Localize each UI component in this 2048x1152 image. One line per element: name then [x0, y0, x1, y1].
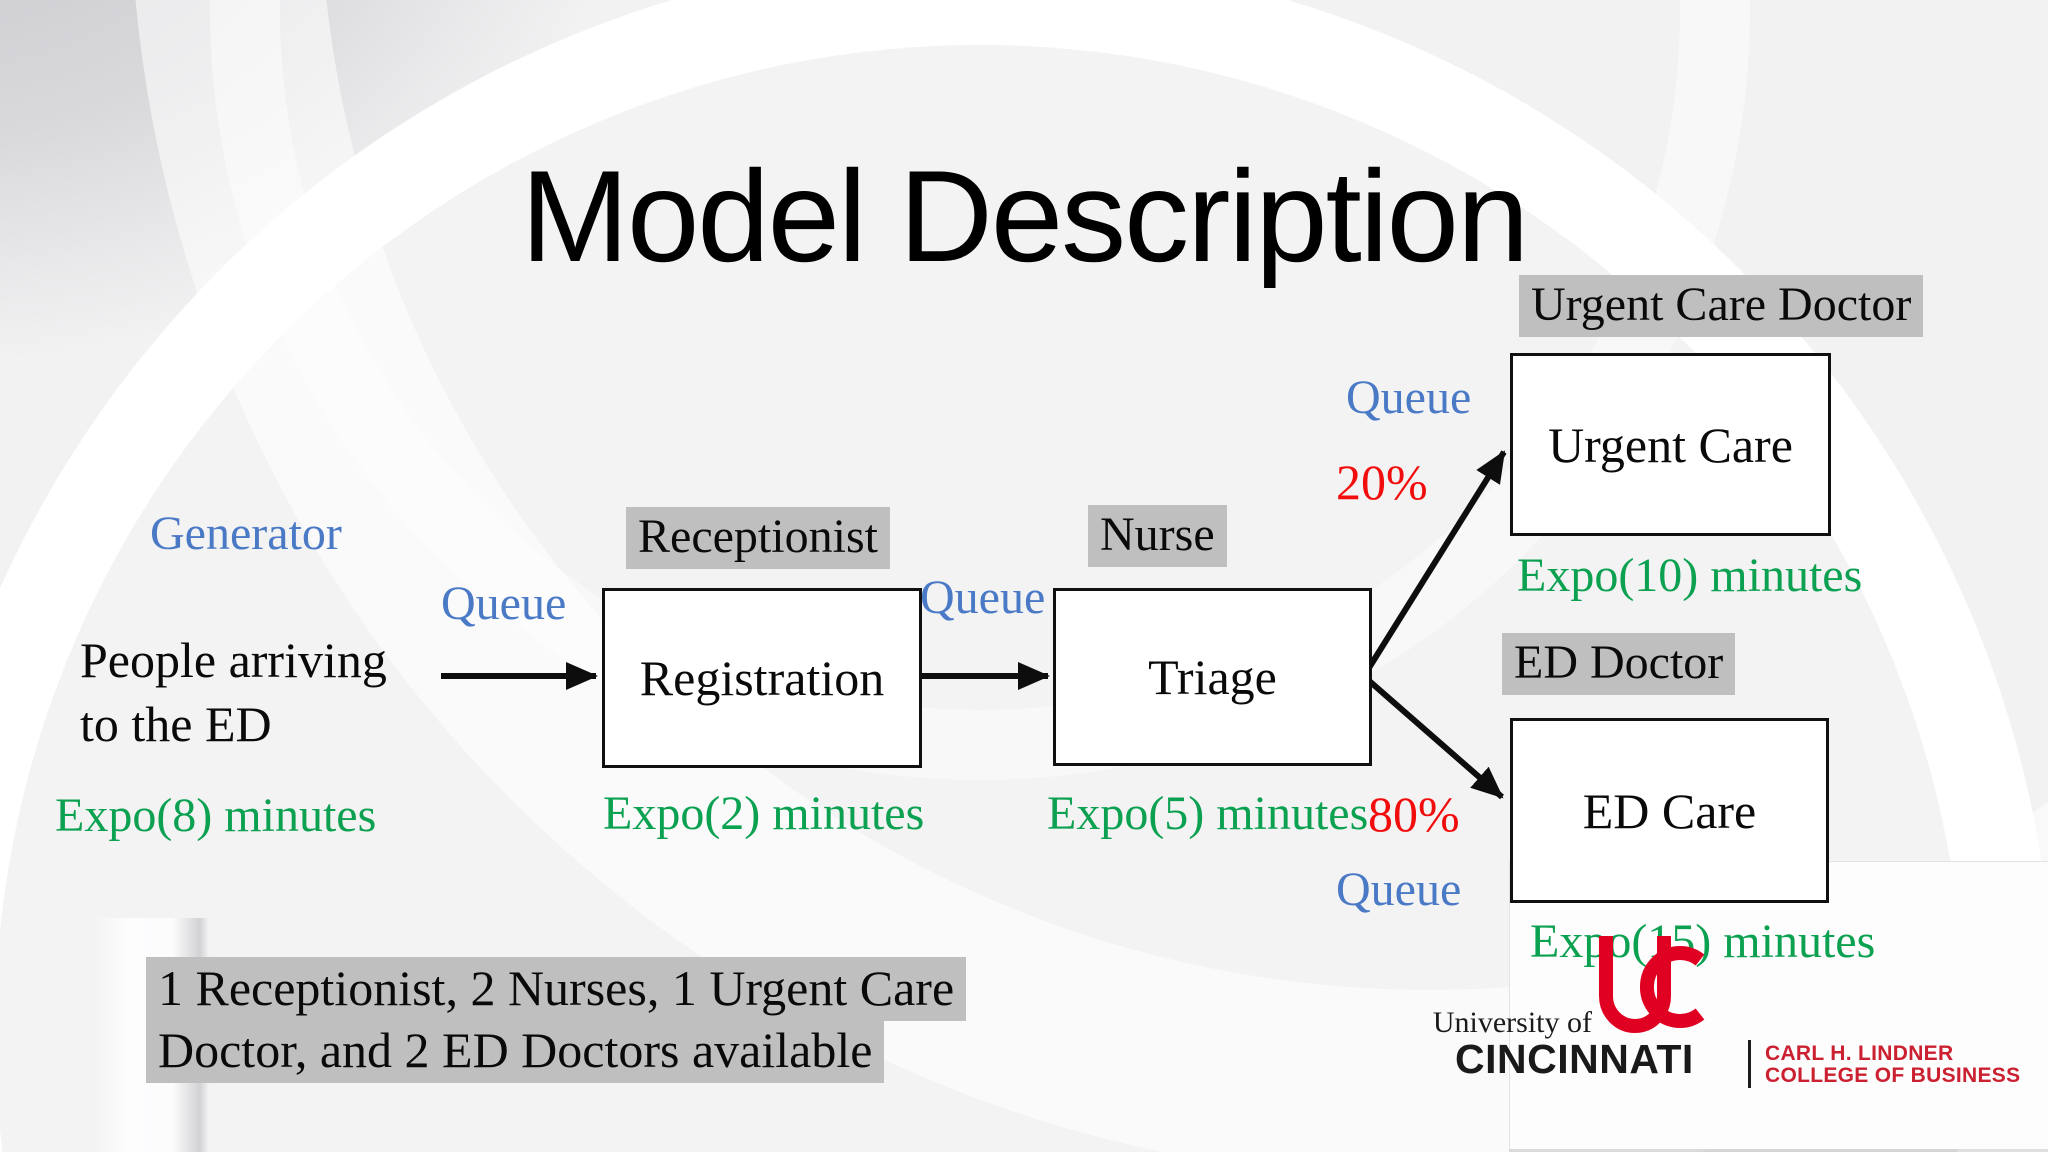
- queue-label-registration: Queue: [441, 577, 567, 630]
- service-time-urgent-care: Expo(10) minutes: [1517, 549, 1863, 602]
- resource-label-nurse: Nurse: [1088, 505, 1227, 567]
- node-ed-care-label: ED Care: [1582, 782, 1757, 839]
- generator-description-line2: to the ED: [80, 696, 272, 752]
- generator-description-line1: People arriving: [80, 632, 387, 688]
- service-time-ed-care: Expo(15) minutes: [1530, 915, 1876, 968]
- resource-label-ed-doctor: ED Doctor: [1502, 633, 1736, 695]
- generator-description: People arriving to the ED: [80, 628, 387, 756]
- branch-percent-ed-care: 80%: [1368, 786, 1460, 842]
- node-urgent-care: Urgent Care: [1510, 353, 1831, 536]
- arrow-triage-to-ed-care: [1365, 676, 1504, 800]
- resource-label-urgent-care-doctor: Urgent Care Doctor: [1519, 275, 1924, 337]
- generator-label: Generator: [150, 507, 342, 560]
- uc-monogram-icon: [1599, 936, 1705, 1033]
- node-urgent-care-label: Urgent Care: [1548, 416, 1793, 473]
- logo-divider: [1748, 1040, 1751, 1088]
- queue-label-ed-care: Queue: [1336, 863, 1462, 916]
- node-ed-care: ED Care: [1510, 718, 1829, 903]
- queue-label-urgent-care: Queue: [1346, 371, 1472, 424]
- footnote-line1: 1 Receptionist, 2 Nurses, 1 Urgent Care: [146, 957, 967, 1021]
- queue-label-triage: Queue: [920, 571, 1046, 624]
- node-triage: Triage: [1053, 588, 1372, 766]
- footer-panel: [1509, 861, 2048, 1149]
- branch-percent-urgent-care: 20%: [1336, 454, 1428, 510]
- resource-label-receptionist: Receptionist: [626, 507, 890, 569]
- service-time-triage: Expo(5) minutes: [1047, 787, 1369, 840]
- page-title: Model Description: [520, 143, 1529, 289]
- logo-university-of: University of: [1432, 1006, 1592, 1039]
- logo-college-line1: CARL H. LINDNER: [1765, 1042, 1954, 1065]
- node-registration: Registration: [602, 588, 922, 768]
- footnote-line2: Doctor, and 2 ED Doctors available: [146, 1019, 885, 1083]
- service-time-registration: Expo(2) minutes: [603, 787, 925, 840]
- arrow-triage-to-urgent-care: [1364, 450, 1507, 673]
- logo-cincinnati-wordmark: CINCINNATI: [1455, 1036, 1694, 1082]
- node-registration-label: Registration: [639, 650, 885, 706]
- node-triage-label: Triage: [1148, 649, 1277, 705]
- generator-interarrival-time: Expo(8) minutes: [55, 789, 377, 842]
- logo-college-line2: COLLEGE OF BUSINESS: [1765, 1064, 2021, 1087]
